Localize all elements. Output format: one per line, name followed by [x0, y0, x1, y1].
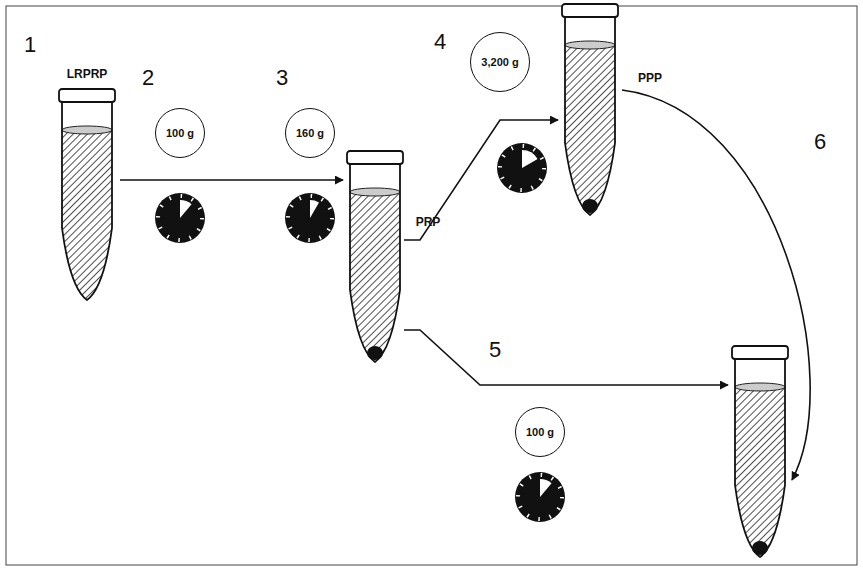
step-number: 1 — [24, 32, 36, 58]
speed-label: 160 g — [296, 127, 324, 139]
step-number: 3 — [276, 65, 288, 91]
tube — [59, 89, 115, 300]
tube-label: LRPRP — [67, 67, 108, 81]
tube — [347, 151, 403, 362]
timer-icon — [155, 193, 205, 243]
process-arrow — [404, 120, 558, 240]
process-arrow — [120, 179, 343, 181]
speed-label: 3,200 g — [481, 56, 518, 68]
process-arrow — [404, 330, 728, 385]
tube — [732, 346, 788, 557]
speed-label: 100 g — [526, 426, 554, 438]
curved-arrow — [622, 90, 810, 480]
timer-icon — [515, 472, 565, 522]
speed-circle: 160 g — [285, 108, 335, 158]
speed-label: 100 g — [166, 127, 194, 139]
speed-circle: 3,200 g — [470, 32, 530, 92]
step-number: 6 — [814, 129, 826, 155]
timer-icon — [497, 143, 547, 193]
tube — [562, 4, 618, 215]
tube-label: PPP — [638, 71, 662, 85]
step-number: 2 — [142, 65, 154, 91]
tube-label: PRP — [416, 215, 441, 229]
step-number: 4 — [434, 29, 446, 55]
speed-circle: 100 g — [155, 108, 205, 158]
timer-icon — [285, 193, 335, 243]
speed-circle: 100 g — [515, 407, 565, 457]
step-number: 5 — [489, 337, 501, 363]
